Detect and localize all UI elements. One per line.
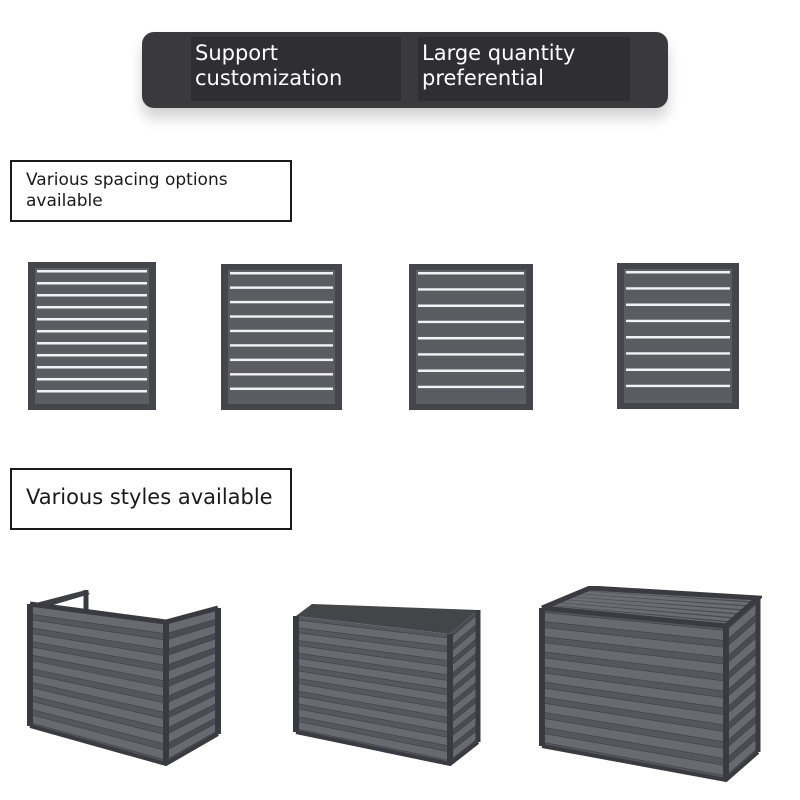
louver-wide-spacing-slat [416,372,526,385]
louver-wide-spacing-slat-highlight [418,369,524,372]
solid-top-cover-image [293,604,481,767]
spacing-options-label: Various spacing options available [10,160,292,222]
louver-widest-spacing-slat [624,338,732,352]
louver-medium-spacing-slat-highlight [230,272,333,275]
louver-tight-spacing-slat [35,392,149,401]
louver-wide-spacing-slat-highlight [418,337,524,340]
slatted-top-cover-image [539,586,762,783]
louver-wide-spacing-slat [416,323,526,336]
louver-wide-spacing-slat-highlight [418,353,524,356]
louver-tight-spacing-slat [35,308,149,317]
louver-widest-spacing-slat-highlight [626,384,730,388]
louver-wide-spacing-slat-highlight [418,385,524,389]
slatted-top-cover-top-slat [552,602,733,622]
louver-tight-spacing-slat-highlight [37,378,147,381]
louver-medium-spacing-slat [228,317,335,329]
louver-wide-spacing-slat-highlight [418,272,524,275]
louver-widest-spacing-slat [624,289,732,303]
louver-widest-spacing-slat [624,371,732,384]
louver-tight-spacing-slat-highlight [37,390,147,393]
louver-widest-spacing-slat-highlight [626,271,730,274]
louver-wide-spacing-slat [416,290,526,304]
louver-wide-spacing-slat [416,307,526,320]
louver-widest-spacing-slat [624,322,732,335]
louver-widest-spacing-slat [624,306,732,319]
louver-medium-spacing-slat-highlight [230,358,333,362]
large-quantity-text: Large quantity preferential [418,37,630,101]
louver-wide-spacing-image [409,264,533,410]
louver-medium-spacing-slat-highlight [230,286,333,289]
louver-medium-spacing-slat-highlight [230,300,333,304]
louver-medium-spacing-slat [228,303,335,315]
louver-tight-spacing-slat [35,344,149,353]
louver-widest-spacing-slat-highlight [626,287,730,290]
feature-banner: Support customization Large quantity pre… [142,32,668,108]
styles-label: Various styles available [10,468,292,530]
louver-widest-spacing-slat [624,354,732,368]
louver-medium-spacing-slat [228,274,335,286]
louver-medium-spacing-slat [228,361,335,373]
louver-medium-spacing-slat-highlight [230,387,333,391]
louver-widest-spacing-slat-highlight [626,303,730,306]
louver-medium-spacing-slat-highlight [230,315,333,318]
louver-tight-spacing-slat [35,272,149,281]
louver-widest-spacing-slat-highlight [626,319,730,323]
support-customization-text: Support customization [191,37,401,101]
louver-widest-spacing-slat-highlight [626,336,730,339]
louver-tight-spacing-slat [35,356,149,365]
louver-tight-spacing-slat-highlight [37,366,147,369]
louver-widest-spacing-image [617,263,739,409]
louver-medium-spacing-slat-highlight [230,373,333,376]
louver-tight-spacing-slat [35,332,149,341]
louver-wide-spacing-slat [416,355,526,369]
louver-tight-spacing-slat-highlight [37,270,147,273]
louver-tight-spacing-slat [35,380,149,389]
louver-tight-spacing-slat-highlight [37,306,147,309]
louver-tight-spacing-slat [35,368,149,377]
louver-medium-spacing-slat [228,288,335,300]
louver-tight-spacing-slat-highlight [37,318,147,321]
louver-wide-spacing-slat-highlight [418,304,524,307]
louver-tight-spacing-slat-highlight [37,354,147,357]
louver-medium-spacing-slat [228,390,335,401]
louver-wide-spacing-slat-highlight [418,320,524,324]
louver-wide-spacing-slat [416,339,526,353]
slatted-top-cover-top-slat [559,599,738,618]
louver-tight-spacing-slat-highlight [37,342,147,345]
louver-medium-spacing-slat-highlight [230,329,333,333]
louver-widest-spacing-slat [624,273,732,287]
louver-wide-spacing-slat-highlight [418,288,524,291]
louver-widest-spacing-slat-highlight [626,368,730,371]
louver-tight-spacing-slat [35,320,149,329]
louver-tight-spacing-slat-highlight [37,294,147,297]
louver-tight-spacing-slat [35,284,149,293]
louver-medium-spacing-slat [228,332,335,344]
slatted-top-cover-top-slat [579,590,752,606]
louver-wide-spacing-slat [416,388,526,401]
slatted-top-cover-top-slat [565,596,743,614]
louver-medium-spacing-image [221,264,342,410]
louver-medium-spacing-slat [228,346,335,358]
open-top-cover-image [27,590,221,767]
louver-widest-spacing-slat-highlight [626,352,730,355]
louver-medium-spacing-slat-highlight [230,344,333,347]
louver-medium-spacing-slat [228,375,335,387]
slatted-top-cover-top-slat [572,593,747,610]
louver-widest-spacing-slat [624,387,732,400]
louver-tight-spacing-image [28,262,156,410]
louver-tight-spacing-slat-highlight [37,282,147,285]
louver-tight-spacing-slat-highlight [37,330,147,333]
louver-tight-spacing-slat [35,296,149,305]
louver-wide-spacing-slat [416,274,526,288]
